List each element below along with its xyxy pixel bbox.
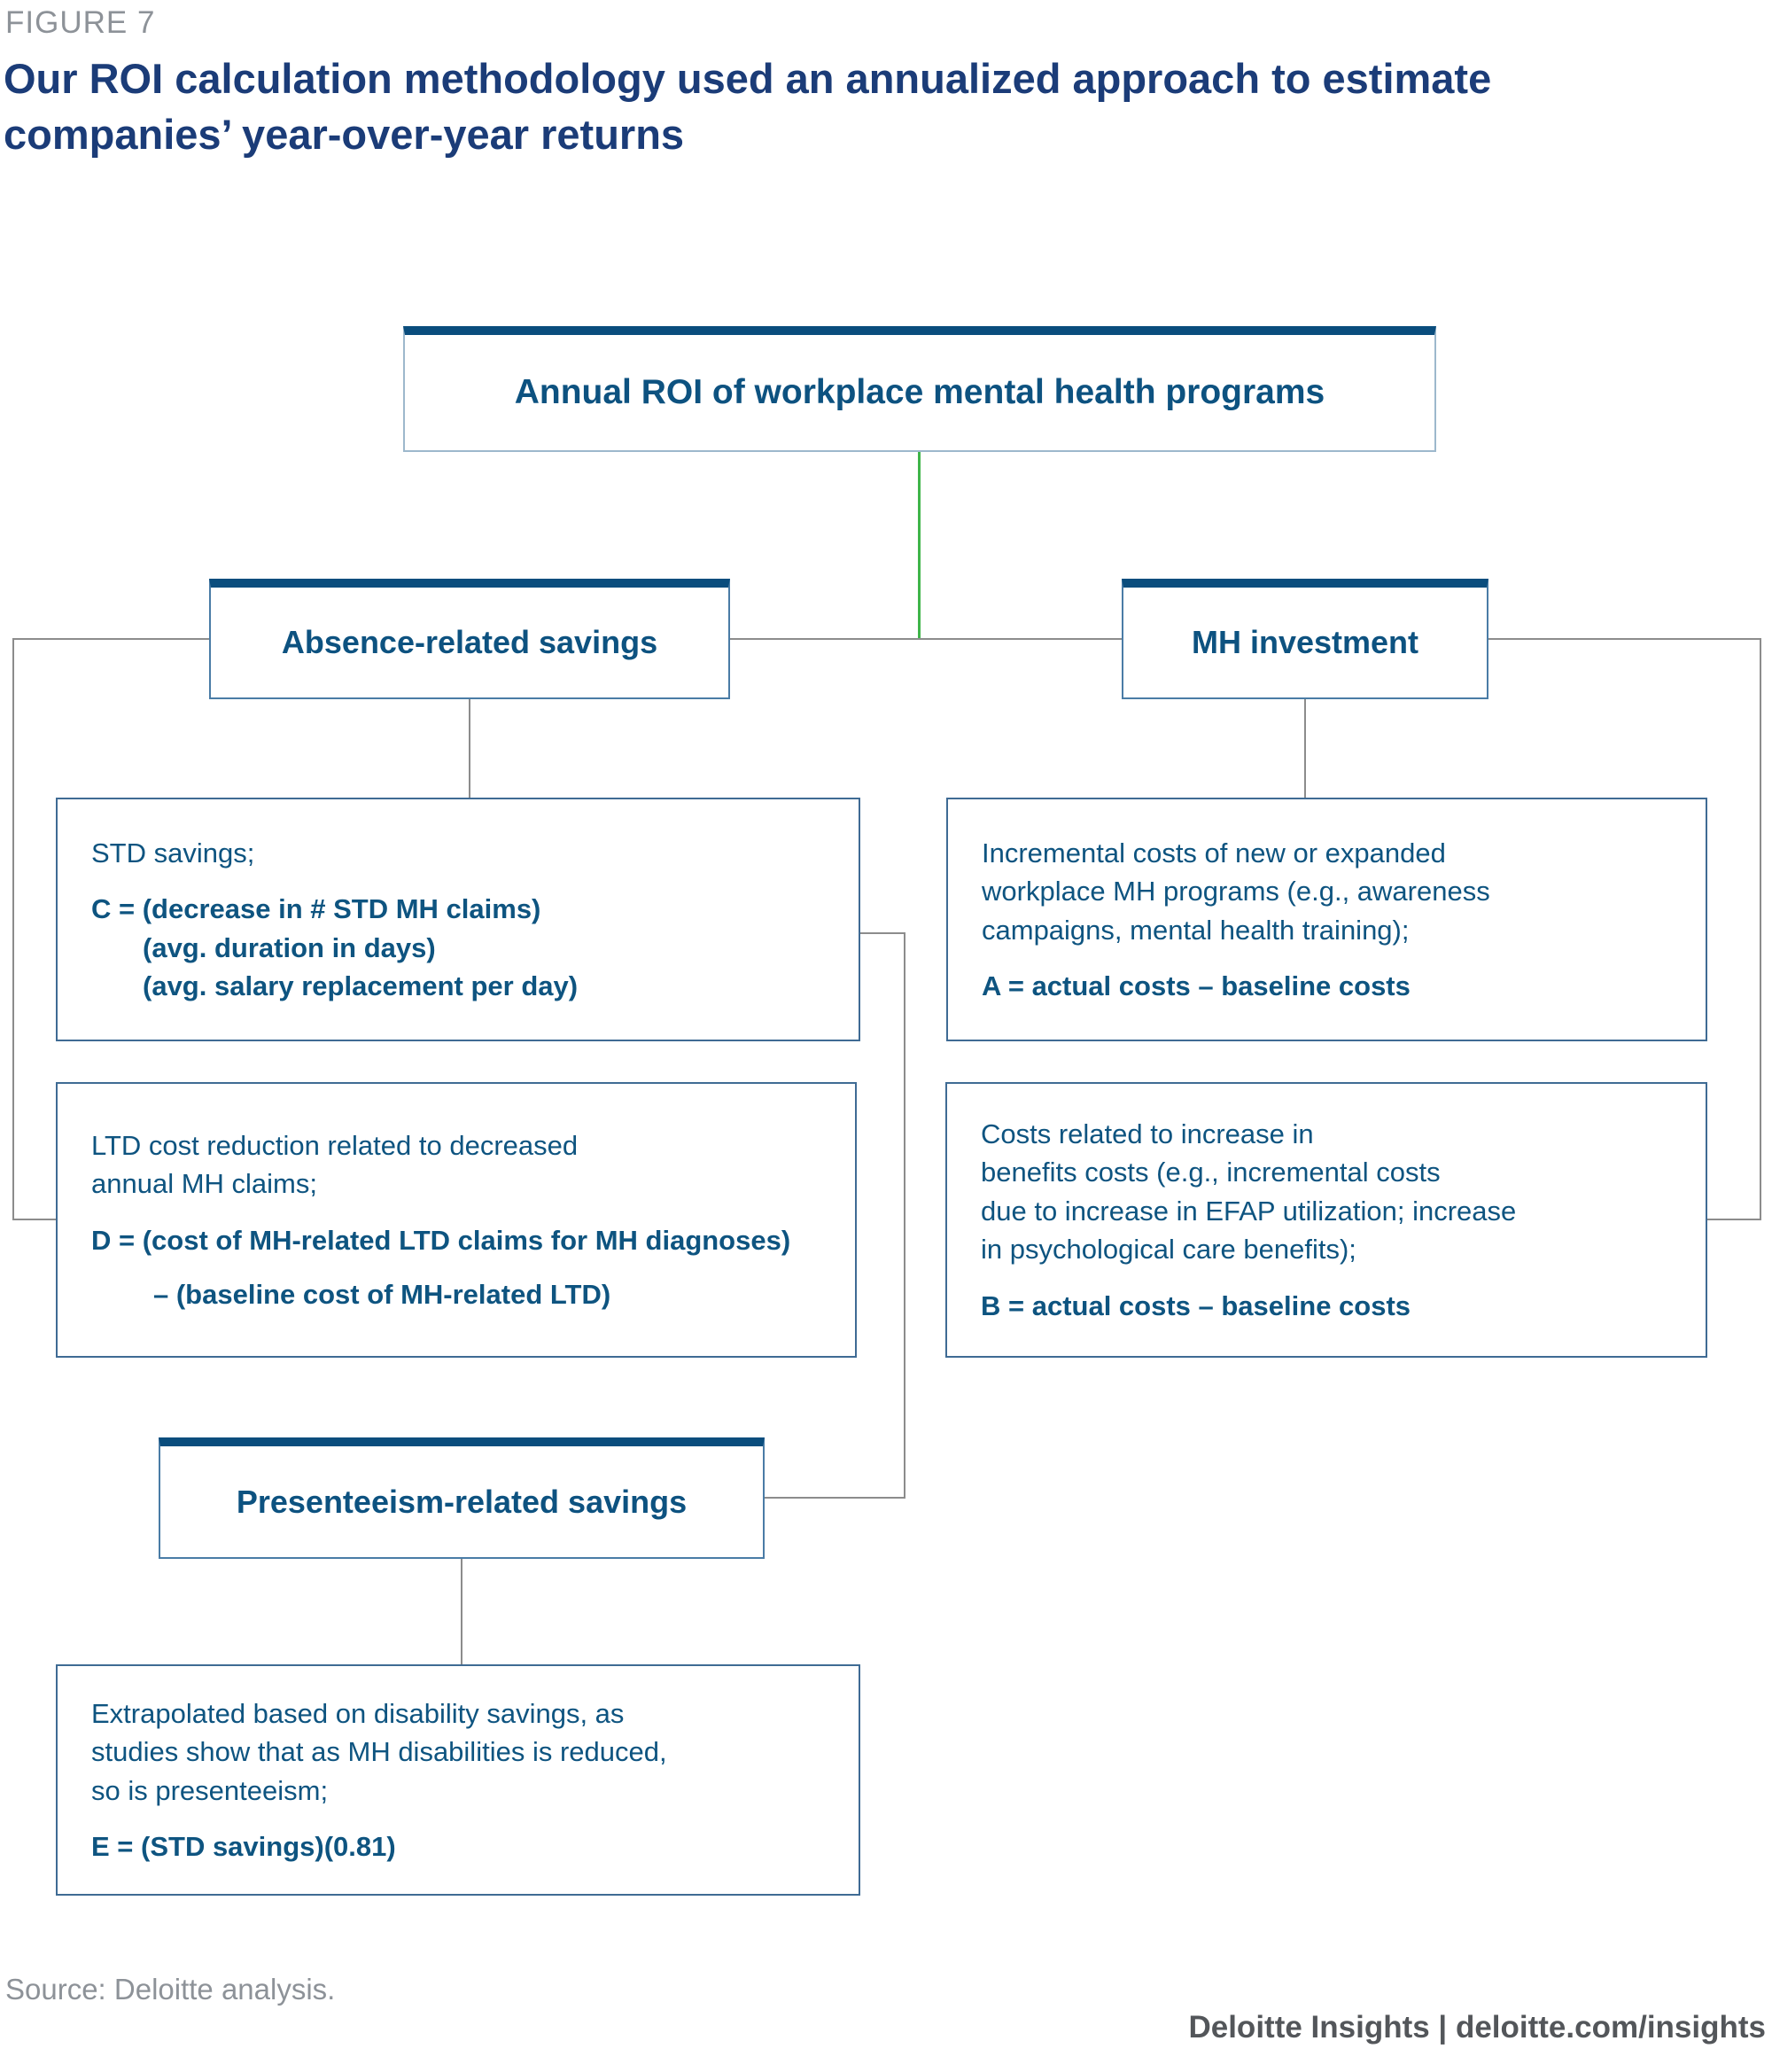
connector-presenteeism-in-stub: [765, 1497, 905, 1499]
node-presenteeism-savings-label: Presenteeism-related savings: [236, 1483, 688, 1520]
ltd-formula: D = (cost of MH-related LTD claims for M…: [91, 1224, 791, 1310]
connector-absence-down: [469, 699, 470, 798]
node-annual-roi: Annual ROI of workplace mental health pr…: [403, 326, 1436, 452]
connector-right-vertical: [1760, 638, 1761, 1220]
node-presenteeism-savings: Presenteeism-related savings: [159, 1437, 765, 1559]
node-incremental-costs: Incremental costs of new or expanded wor…: [946, 798, 1707, 1041]
connector-absence-left-stub: [12, 638, 209, 640]
extrapolated-intro: Extrapolated based on disability savings…: [91, 1697, 667, 1806]
connector-presenteeism-down: [461, 1559, 462, 1664]
node-std-savings: STD savings; C = (decrease in # STD MH c…: [56, 798, 860, 1041]
std-formula: C = (decrease in # STD MH claims) (avg. …: [91, 893, 579, 1001]
footer-brand: Deloitte Insights | deloitte.com/insight…: [1188, 2010, 1766, 2045]
benefits-costs-intro: Costs related to increase in benefits co…: [981, 1118, 1517, 1266]
node-benefits-costs: Costs related to increase in benefits co…: [945, 1082, 1707, 1358]
connector-root-vertical: [918, 452, 921, 639]
page-title: Our ROI calculation methodology used an …: [4, 55, 1492, 158]
connector-mh-down: [1304, 699, 1306, 798]
connector-ltd-in-stub: [12, 1219, 56, 1220]
node-annual-roi-label: Annual ROI of workplace mental health pr…: [514, 373, 1325, 411]
node-mh-investment-label: MH investment: [1191, 624, 1419, 660]
node-ltd-reduction: LTD cost reduction related to decreased …: [56, 1082, 857, 1358]
incremental-intro: Incremental costs of new or expanded wor…: [982, 837, 1490, 946]
incremental-formula: A = actual costs – baseline costs: [982, 970, 1411, 1001]
extrapolated-formula: E = (STD savings)(0.81): [91, 1830, 396, 1862]
connector-row2-horizontal: [730, 638, 1122, 640]
std-intro: STD savings;: [91, 837, 255, 869]
node-absence-savings: Absence-related savings: [209, 579, 730, 699]
node-mh-investment: MH investment: [1122, 579, 1488, 699]
connector-mid-vertical: [904, 932, 905, 1499]
benefits-costs-formula: B = actual costs – baseline costs: [981, 1289, 1411, 1321]
connector-left-vertical: [12, 638, 14, 1220]
connector-std-right-stub: [860, 932, 905, 934]
connector-mh-right-stub: [1488, 638, 1761, 640]
node-absence-savings-label: Absence-related savings: [281, 624, 658, 660]
ltd-intro: LTD cost reduction related to decreased …: [91, 1129, 579, 1200]
node-extrapolated: Extrapolated based on disability savings…: [56, 1664, 860, 1896]
connector-costs-in-stub: [1707, 1219, 1761, 1220]
figure-label: FIGURE 7: [5, 5, 156, 40]
footer-source: Source: Deloitte analysis.: [5, 1973, 336, 2006]
